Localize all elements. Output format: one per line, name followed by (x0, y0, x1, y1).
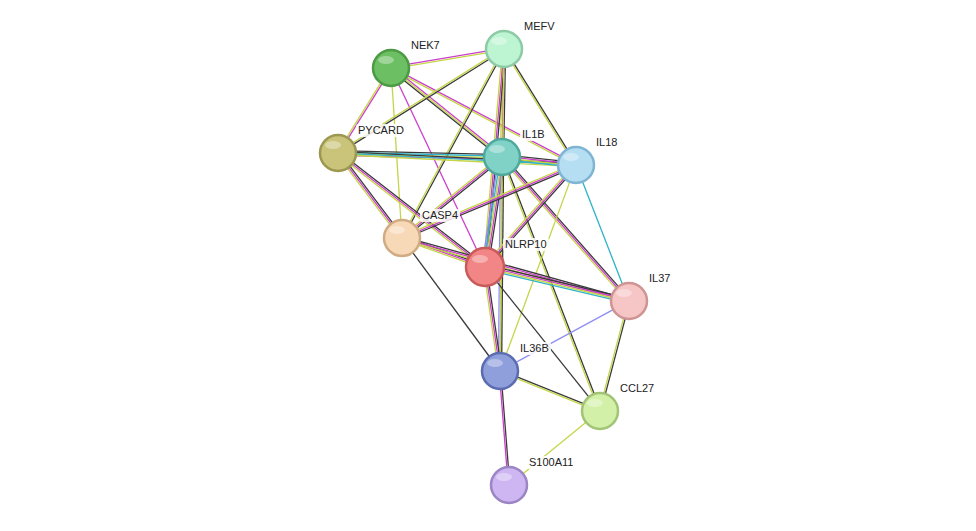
node-label: S100A11 (527, 456, 575, 469)
node-label: IL18 (594, 136, 619, 149)
node-circle (318, 133, 358, 173)
interaction-edge (523, 422, 586, 473)
evidence-line (502, 272, 611, 298)
protein-node: IL18 (556, 145, 596, 185)
evidence-line (523, 422, 586, 473)
evidence-line (350, 166, 392, 222)
protein-node: CASP4 (382, 218, 422, 258)
protein-node: NLRP10 (465, 247, 505, 287)
evidence-line (514, 64, 567, 149)
interaction-edge (516, 377, 583, 405)
evidence-line (502, 273, 611, 299)
evidence-line (417, 170, 489, 228)
evidence-line (486, 175, 498, 249)
protein-node: S100A11 (489, 465, 529, 505)
evidence-line (498, 179, 565, 254)
evidence-line (356, 156, 558, 166)
evidence-line (488, 175, 500, 249)
node-circle (556, 145, 596, 185)
protein-node: PYCARD (318, 133, 358, 173)
protein-node: CCL27 (580, 391, 620, 431)
evidence-line (416, 168, 488, 226)
node-label: IL37 (647, 272, 672, 285)
interaction-edge (486, 285, 499, 354)
node-label: NLRP10 (503, 238, 549, 251)
node-label: IL1B (520, 128, 547, 141)
interaction-edge (351, 163, 472, 257)
evidence-line (500, 67, 504, 353)
interaction-edge (501, 389, 509, 467)
evidence-line (410, 64, 495, 221)
interaction-edge (409, 51, 487, 66)
interaction-edge (516, 310, 613, 363)
interaction-edge (500, 67, 504, 353)
node-circle (465, 247, 505, 287)
interaction-edge (418, 170, 560, 232)
node-circle (371, 48, 411, 88)
evidence-line (496, 177, 563, 252)
protein-node: IL37 (609, 281, 649, 321)
evidence-line (352, 164, 471, 256)
node-circle (609, 281, 649, 321)
interaction-edge (513, 64, 567, 150)
interaction-edge (520, 157, 559, 166)
node-label: MEFV (522, 20, 557, 33)
interaction-edge (415, 167, 489, 228)
protein-node: IL1B (482, 137, 522, 177)
interaction-edge (496, 177, 565, 254)
protein-node: MEFV (484, 29, 524, 69)
evidence-line (419, 172, 560, 231)
evidence-line (415, 167, 487, 225)
interaction-edge (502, 269, 612, 299)
evidence-line (486, 285, 496, 353)
evidence-line (488, 285, 498, 353)
evidence-line (351, 165, 470, 257)
evidence-line (404, 81, 487, 147)
node-label: CCL27 (618, 382, 656, 395)
evidence-line (516, 378, 583, 405)
evidence-line (503, 269, 612, 295)
node-circle (484, 29, 524, 69)
protein-node: NEK7 (371, 48, 411, 88)
evidence-line (419, 173, 560, 232)
evidence-line (513, 65, 566, 150)
node-label: IL36B (518, 342, 551, 355)
evidence-line (517, 377, 584, 404)
node-circle (580, 391, 620, 431)
interaction-edge (356, 152, 558, 165)
node-circle (382, 218, 422, 258)
evidence-line (419, 244, 611, 297)
evidence-line (520, 161, 558, 165)
interaction-edge (583, 182, 623, 284)
node-circle (482, 137, 522, 177)
evidence-line (485, 174, 497, 248)
node-label: PYCARD (356, 124, 406, 137)
evidence-line (497, 178, 564, 253)
node-circle (480, 351, 520, 391)
node-label: CASP4 (420, 209, 460, 222)
evidence-line (409, 51, 486, 64)
evidence-line (501, 389, 507, 467)
evidence-line (516, 310, 613, 363)
node-label: NEK7 (409, 39, 442, 52)
evidence-line (583, 182, 623, 284)
protein-node: IL36B (480, 351, 520, 391)
evidence-line (409, 53, 486, 66)
evidence-line (503, 270, 612, 296)
node-circle (489, 465, 529, 505)
evidence-line (418, 170, 559, 229)
